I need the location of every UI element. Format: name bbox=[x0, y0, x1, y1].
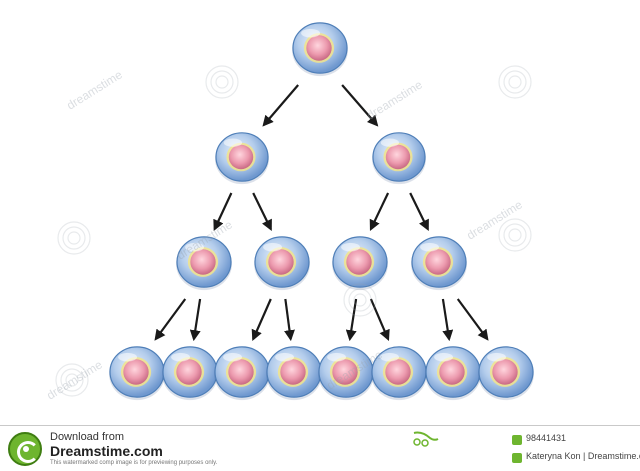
watermark-disclaimer: This watermarked comp image is for previ… bbox=[50, 460, 218, 466]
cell-gen2-2 bbox=[372, 132, 426, 185]
dreamstime-logo-icon[interactable] bbox=[8, 432, 42, 466]
cell-gen4-2 bbox=[162, 346, 218, 401]
cells-layer bbox=[109, 22, 534, 401]
division-arrow-5 bbox=[369, 192, 390, 231]
division-arrow-9 bbox=[251, 298, 272, 342]
cell-gen4-3 bbox=[214, 346, 270, 401]
cell-gen4-1 bbox=[109, 346, 165, 401]
cell-gen4-4 bbox=[266, 346, 322, 401]
cell-gen3-3 bbox=[332, 236, 388, 291]
division-arrow-8 bbox=[189, 298, 202, 342]
download-from-label: Download from bbox=[50, 431, 124, 443]
division-arrow-1 bbox=[262, 84, 299, 127]
division-arrow-11 bbox=[345, 298, 358, 342]
cell-gen3-1 bbox=[176, 236, 232, 291]
watermark-text-1: dreamstime bbox=[64, 67, 125, 112]
image-id: 98441431 bbox=[526, 433, 567, 443]
watermark-text-3: dreamstime bbox=[464, 197, 525, 242]
watermark-swirl-6 bbox=[343, 283, 377, 317]
watermark-swirl-3 bbox=[498, 65, 532, 99]
division-arrow-2 bbox=[341, 84, 379, 127]
watermark-swirl-1 bbox=[57, 221, 91, 255]
watermark-swirl-5 bbox=[55, 363, 89, 397]
author-credit: Kateryna Kon | Dreamstime.com bbox=[526, 451, 640, 461]
cell-gen1-1 bbox=[292, 22, 348, 77]
stock-footer: Download from Dreamstime.com This waterm… bbox=[0, 425, 640, 471]
division-arrow-10 bbox=[284, 298, 295, 342]
watermark-swirl-2 bbox=[205, 65, 239, 99]
cell-gen2-1 bbox=[215, 132, 269, 185]
division-arrow-12 bbox=[369, 298, 390, 342]
cell-gen4-8 bbox=[478, 346, 534, 401]
site-name-link[interactable]: Dreamstime.com bbox=[50, 443, 163, 459]
cell-gen4-5 bbox=[318, 346, 374, 401]
watermark-text-2: dreamstime bbox=[364, 77, 425, 122]
arrows-layer bbox=[154, 84, 489, 342]
cell-gen3-2 bbox=[254, 236, 310, 291]
author-icon bbox=[512, 453, 522, 463]
cell-gen4-6 bbox=[371, 346, 427, 401]
division-arrow-3 bbox=[213, 192, 233, 231]
image-id-icon bbox=[512, 435, 522, 445]
division-arrow-4 bbox=[252, 192, 272, 231]
scissors-icon bbox=[413, 431, 439, 447]
watermark-swirl-4 bbox=[498, 218, 532, 252]
division-arrow-7 bbox=[154, 298, 187, 341]
division-arrow-6 bbox=[409, 192, 429, 231]
division-arrow-14 bbox=[456, 298, 489, 341]
cell-gen3-4 bbox=[411, 236, 467, 291]
division-arrow-13 bbox=[441, 298, 454, 342]
cell-gen4-7 bbox=[425, 346, 481, 401]
